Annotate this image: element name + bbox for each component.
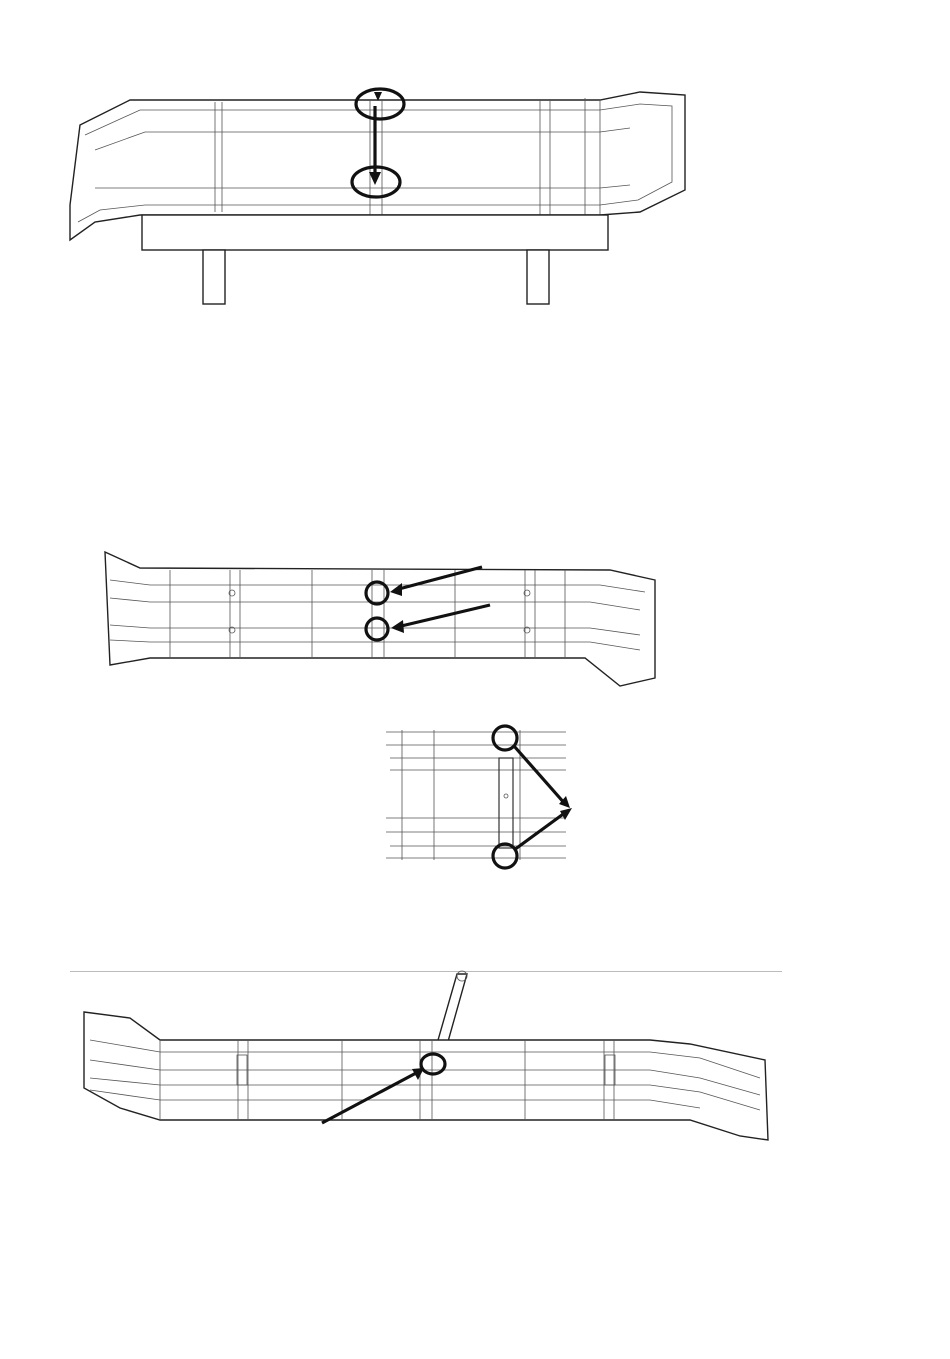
detail-rails xyxy=(386,730,566,860)
stand-right-leg xyxy=(527,250,549,304)
figure-3-bracket-detail xyxy=(0,710,950,910)
stand-left-leg xyxy=(203,250,225,304)
top-clip-arrow xyxy=(514,746,566,805)
figure-4-strap-attachment xyxy=(0,960,950,1160)
figure-1-light-on-stand xyxy=(0,0,950,330)
figure-3-drawing xyxy=(0,710,950,880)
detail-bracket xyxy=(499,758,513,848)
figure-1-drawing xyxy=(0,0,950,330)
figure-2-drawing xyxy=(0,530,950,690)
light-bar-outline-4 xyxy=(84,1012,768,1140)
stand-top xyxy=(142,215,608,250)
top-clip-circle xyxy=(493,726,517,750)
figure-4-drawing xyxy=(0,960,950,1160)
detail-bracket-hole xyxy=(504,794,508,798)
